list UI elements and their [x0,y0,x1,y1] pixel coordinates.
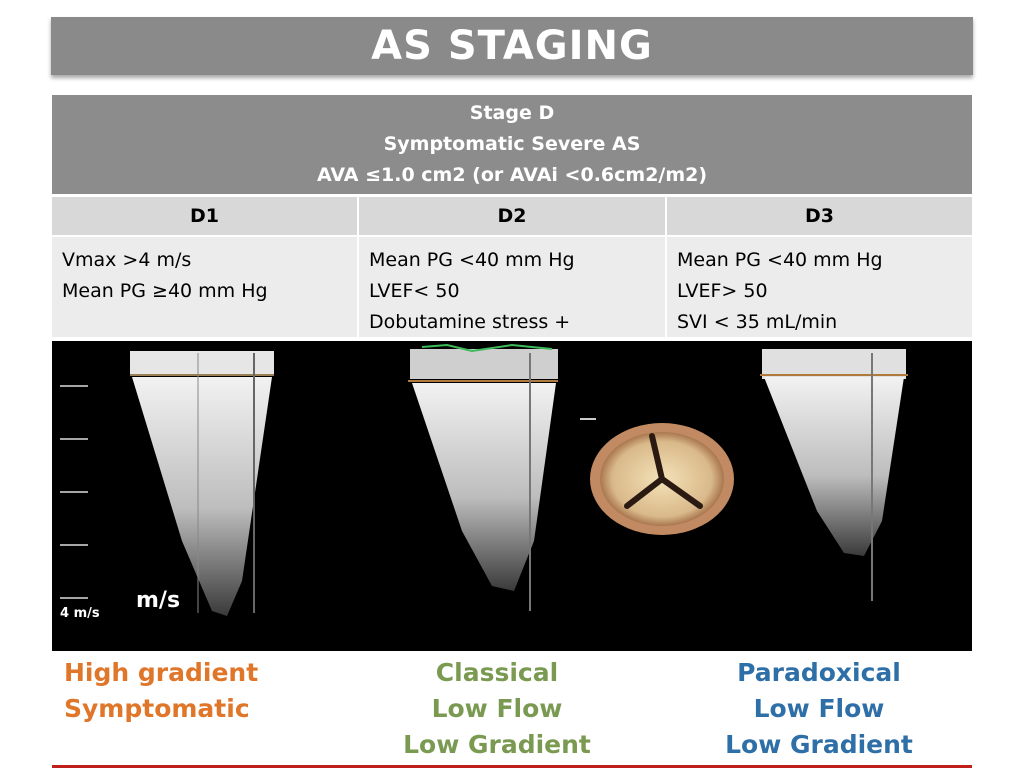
caption-d2: Classical Low Flow Low Gradient [357,655,637,763]
column-header-d3: D3 [667,197,972,235]
column-criteria-d2: Mean PG <40 mm Hg LVEF< 50 Dobutamine st… [359,237,665,337]
bottom-divider [52,765,972,768]
criteria-item: Vmax >4 m/s [62,249,192,271]
aortic-valve-icon [580,418,734,535]
stage-table: D1 D2 D3 Vmax >4 m/s Mean PG ≥40 mm Hg M… [52,197,972,337]
criteria-item: Mean PG <40 mm Hg [369,249,575,271]
column-criteria-d3: Mean PG <40 mm Hg LVEF> 50 SVI < 35 mL/m… [667,237,972,337]
caption-line: Paradoxical [737,658,901,687]
echo-scale-ticks [60,385,88,599]
caption-line: Low Gradient [725,730,913,759]
echo-axis-unit: m/s [136,588,180,613]
caption-line: Classical [435,658,559,687]
stage-captions: High gradient Symptomatic Classical Low … [52,655,972,765]
caption-line: Symptomatic [64,694,250,723]
stage-header-line1: Stage D [469,102,555,124]
stage-header-line3: AVA ≤1.0 cm2 (or AVAi <0.6cm2/m2) [316,164,708,186]
caption-line: Low Flow [431,694,563,723]
doppler-echo-image: m/s 4 m/s [60,343,908,621]
caption-line: Low Gradient [403,730,591,759]
stage-header: Stage D Symptomatic Severe AS AVA ≤1.0 c… [52,95,972,194]
column-criteria-d1: Vmax >4 m/s Mean PG ≥40 mm Hg [52,237,357,337]
title-bar: AS STAGING [51,17,973,75]
criteria-item: Mean PG <40 mm Hg [677,249,883,271]
doppler-envelope-d2 [408,343,558,611]
echo-scale-label: 4 m/s [60,606,100,621]
criteria-item: Mean PG ≥40 mm Hg [62,280,268,302]
criteria-item: LVEF> 50 [677,280,768,302]
criteria-item: Dobutamine stress + [369,311,571,333]
column-header-d2: D2 [359,197,665,235]
slide-title: AS STAGING [371,23,653,69]
criteria-item: LVEF< 50 [369,280,460,302]
column-header-d1: D1 [52,197,357,235]
caption-d3: Paradoxical Low Flow Low Gradient [674,655,964,763]
doppler-echo-panel: m/s 4 m/s [52,341,972,651]
stage-header-line2: Symptomatic Severe AS [383,133,641,155]
caption-line: High gradient [64,658,259,687]
doppler-envelope-d1 [130,351,274,616]
caption-d1: High gradient Symptomatic [64,655,258,727]
doppler-envelope-d3 [760,349,908,601]
caption-line: Low Flow [753,694,885,723]
criteria-item: SVI < 35 mL/min [677,311,838,333]
